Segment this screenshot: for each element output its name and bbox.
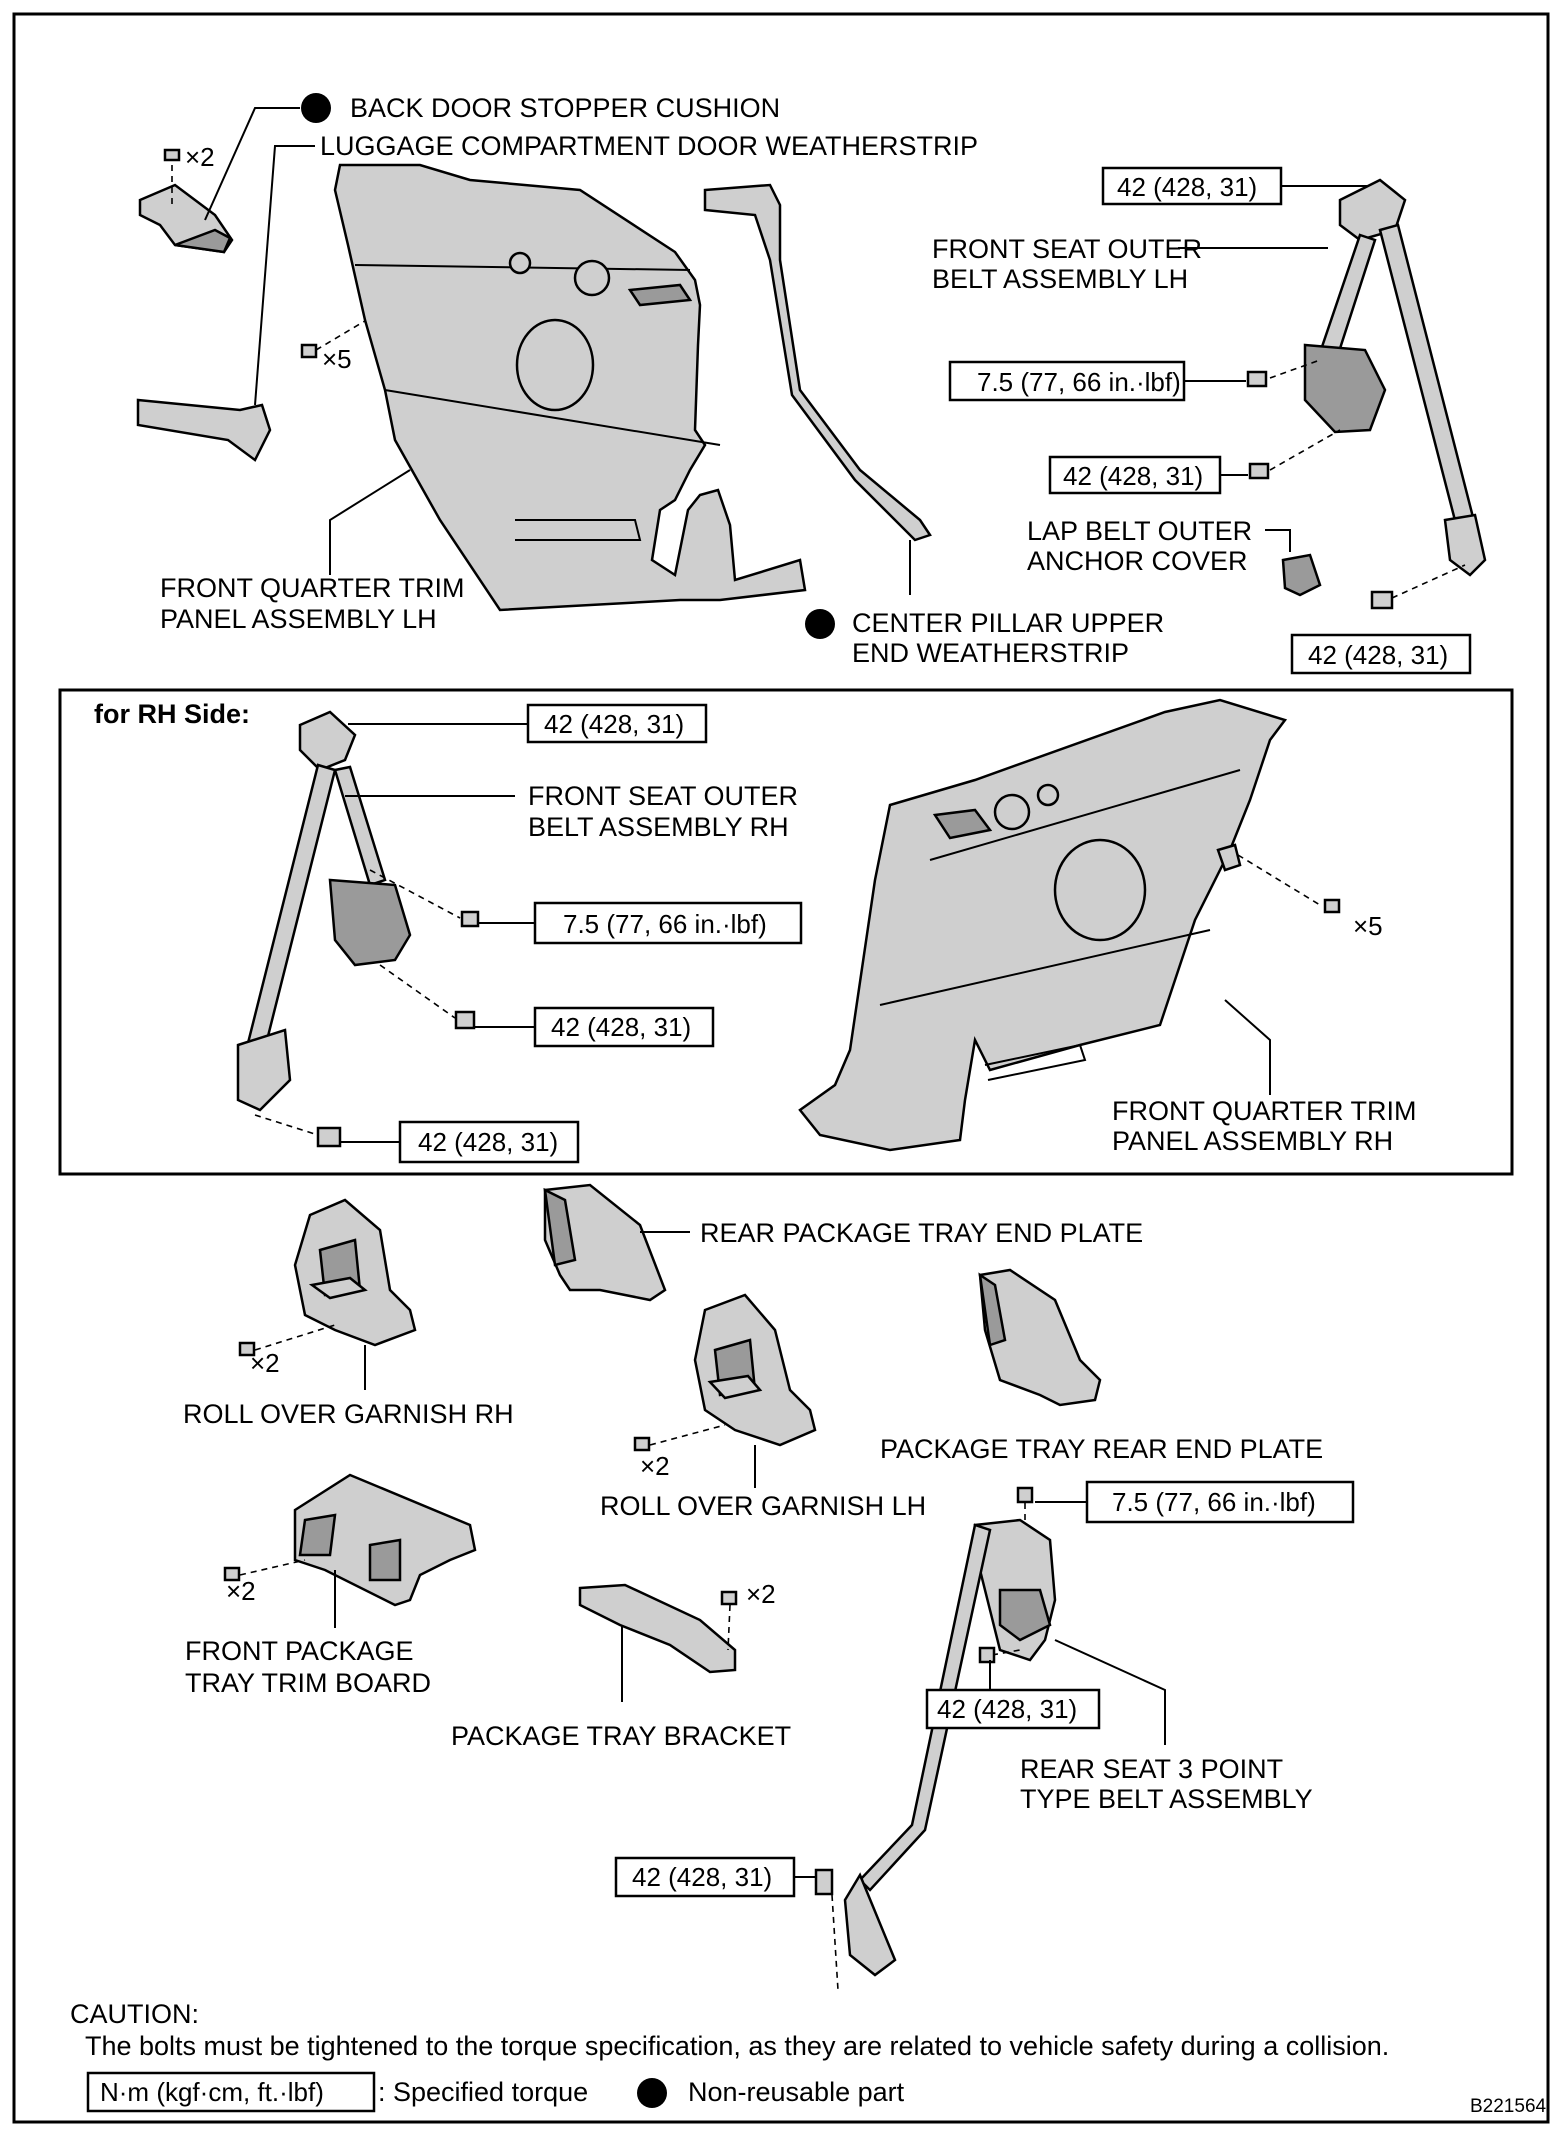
non-reusable-dot-pillar (805, 609, 835, 639)
caution-text: The bolts must be tightened to the torqu… (85, 2031, 1389, 2061)
label-front-seat-belt-lh-1: FRONT SEAT OUTER (932, 234, 1202, 264)
rh-panel-clip (1323, 898, 1341, 914)
rh-side-box (58, 688, 1514, 1176)
label-front-package-tray-2: TRAY TRIM BOARD (185, 1668, 431, 1698)
lh-retractor-bolt (1246, 370, 1268, 388)
label-rear-package-tray-end-plate: REAR PACKAGE TRAY END PLATE (700, 1218, 1143, 1248)
label-front-quarter-rh-2: PANEL ASSEMBLY RH (1112, 1126, 1393, 1156)
rear-package-tray-end-plate-part (543, 1183, 667, 1302)
lh-mid-bolt (1248, 462, 1270, 480)
label-package-tray-bracket: PACKAGE TRAY BRACKET (451, 1721, 791, 1751)
package-tray-rear-end-plate-part (978, 1268, 1102, 1407)
legend-torque-desc: : Specified torque (378, 2077, 588, 2107)
label-lap-belt-cover-2: ANCHOR COVER (1027, 546, 1248, 576)
front-quarter-trim-panel-lh-part (333, 163, 807, 612)
label-for-rh-side: for RH Side: (94, 699, 250, 729)
legend-torque-unit: N·m (kgf·cm, ft.·lbf) (100, 2077, 324, 2107)
rh-retractor-bolt (460, 910, 480, 928)
front-quarter-trim-panel-rh-part (798, 698, 1288, 1152)
garnish-rh-qty: ×2 (250, 1348, 280, 1378)
rh-panel-clips-qty: ×5 (1353, 911, 1383, 941)
torque-box-lh-mid (1048, 455, 1222, 495)
legend-torque-box (86, 2071, 376, 2113)
front-seat-belt-rh-part (236, 710, 412, 1112)
torque-lh-anchor: 42 (428, 31) (1308, 640, 1448, 670)
torque-box-lh-anchor (1290, 633, 1472, 675)
center-pillar-weatherstrip-part (703, 183, 932, 542)
garnish-lh-qty: ×2 (640, 1451, 670, 1481)
torque-box-lh-top (1101, 166, 1283, 206)
torque-rear-mid: 42 (428, 31) (937, 1694, 1077, 1724)
back-door-stopper-cushion-part (138, 148, 234, 254)
label-front-seat-belt-rh-2: BELT ASSEMBLY RH (528, 812, 789, 842)
label-front-seat-belt-lh-2: BELT ASSEMBLY LH (932, 264, 1188, 294)
front-seat-belt-lh-part (1303, 178, 1487, 577)
package-tray-bracket-part (578, 1583, 737, 1674)
label-back-door-stopper-cushion: BACK DOOR STOPPER CUSHION (350, 93, 780, 123)
front-package-tray-board-part (293, 1473, 477, 1607)
lap-belt-cover-part (1281, 553, 1322, 597)
label-package-tray-rear-end-plate: PACKAGE TRAY REAR END PLATE (880, 1434, 1323, 1464)
label-front-package-tray-1: FRONT PACKAGE (185, 1636, 414, 1666)
torque-rear-top: 7.5 (77, 66 in.·lbf) (1112, 1487, 1316, 1517)
caution-title: CAUTION: (70, 1999, 199, 2029)
rear-anchor-bolt (814, 1868, 834, 1896)
bracket-nut (720, 1590, 738, 1606)
torque-rh-top: 42 (428, 31) (544, 709, 684, 739)
stopper-bolts-qty: ×2 (185, 142, 215, 172)
torque-box-rear-top (1085, 1480, 1355, 1524)
rh-mid-bolt (454, 1010, 476, 1030)
label-center-pillar-2: END WEATHERSTRIP (852, 638, 1129, 668)
torque-box-rear-mid (925, 1688, 1101, 1730)
torque-box-rh-anchor (398, 1120, 580, 1164)
legend-non-reusable-desc: Non-reusable part (688, 2077, 905, 2107)
bracket-nuts-qty: ×2 (746, 1579, 776, 1609)
garnish-lh-screw (633, 1436, 651, 1452)
torque-rh-mid: 42 (428, 31) (551, 1012, 691, 1042)
tray-board-screw (223, 1566, 241, 1582)
non-reusable-dot-cushion (301, 93, 331, 123)
torque-box-rh-mid (533, 1006, 715, 1048)
garnish-rh-screw (238, 1341, 256, 1357)
tray-board-qty: ×2 (226, 1576, 256, 1606)
label-roll-over-garnish-rh: ROLL OVER GARNISH RH (183, 1399, 514, 1429)
label-rear-seat-belt-1: REAR SEAT 3 POINT (1020, 1754, 1283, 1784)
lh-panel-clips-qty: ×5 (322, 344, 352, 374)
torque-rh-anchor: 42 (428, 31) (418, 1127, 558, 1157)
legend-non-reusable-dot (637, 2078, 667, 2108)
rear-mid-bolt (978, 1646, 996, 1664)
label-front-quarter-rh-1: FRONT QUARTER TRIM (1112, 1096, 1417, 1126)
label-rear-seat-belt-2: TYPE BELT ASSEMBLY (1020, 1784, 1313, 1814)
torque-lh-mid: 42 (428, 31) (1063, 461, 1203, 491)
label-front-quarter-lh-1: FRONT QUARTER TRIM (160, 573, 465, 603)
luggage-weatherstrip-part (136, 398, 272, 462)
label-center-pillar-1: CENTER PILLAR UPPER (852, 608, 1164, 638)
torque-box-rear-anchor (614, 1856, 796, 1898)
torque-lh-top: 42 (428, 31) (1117, 172, 1257, 202)
rear-top-bolt (1016, 1486, 1034, 1504)
label-front-quarter-lh-2: PANEL ASSEMBLY LH (160, 604, 437, 634)
label-front-seat-belt-rh-1: FRONT SEAT OUTER (528, 781, 798, 811)
rh-anchor-bolt (316, 1126, 342, 1148)
label-lap-belt-cover-1: LAP BELT OUTER (1027, 516, 1252, 546)
rear-seat-belt-part (843, 1518, 1057, 1977)
lh-anchor-bolt (1370, 590, 1394, 610)
torque-rh-retractor: 7.5 (77, 66 in.·lbf) (563, 909, 767, 939)
torque-lh-retractor: 7.5 (77, 66 in.·lbf) (977, 367, 1181, 397)
figure-id: B221564 (1470, 2096, 1547, 2117)
label-luggage-weatherstrip: LUGGAGE COMPARTMENT DOOR WEATHERSTRIP (320, 131, 978, 161)
roll-over-garnish-rh-part (293, 1198, 417, 1347)
torque-rear-anchor: 42 (428, 31) (632, 1862, 772, 1892)
label-roll-over-garnish-lh: ROLL OVER GARNISH LH (600, 1491, 926, 1521)
roll-over-garnish-lh-part (693, 1293, 817, 1447)
torque-box-rh-retractor (533, 901, 803, 945)
